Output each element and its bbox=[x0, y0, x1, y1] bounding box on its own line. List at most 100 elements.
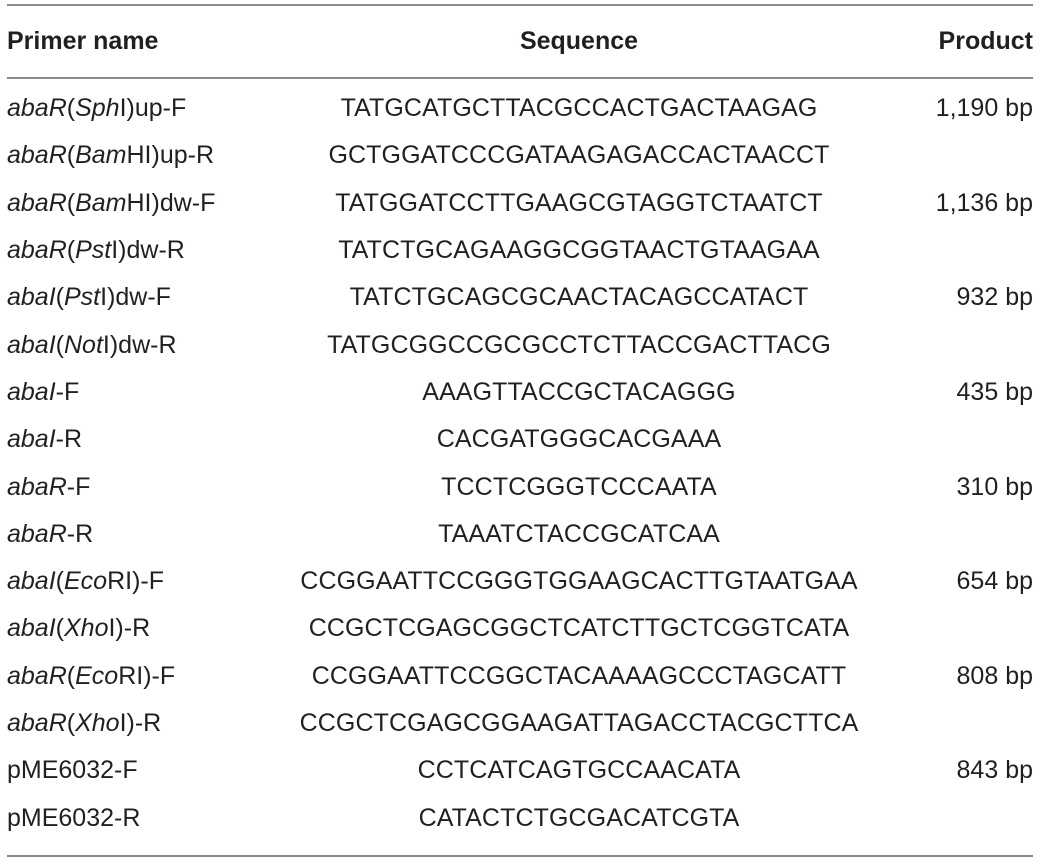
table-top-rule bbox=[7, 4, 1033, 6]
primer-name-segment: pME6032-F bbox=[7, 756, 138, 785]
primer-name-segment: Bam bbox=[75, 141, 127, 170]
product-cell bbox=[905, 794, 1033, 841]
primer-name-segment: Bam bbox=[75, 188, 127, 217]
product-cell: 843 bp bbox=[956, 756, 1033, 785]
product-cell: 808 bp bbox=[956, 661, 1033, 690]
primer-name-segment: abaI bbox=[7, 614, 56, 643]
primer-name-segment: I)-R bbox=[119, 709, 162, 737]
table-row: abaR(BamHI)up-R GCTGGATCCCGATAAGAGACCACTA… bbox=[7, 132, 1033, 179]
primer-name-segment: Sph bbox=[75, 94, 120, 123]
primer-name-cell: abaR(PstI)dw-R bbox=[7, 227, 253, 274]
header-primer-name: Primer name bbox=[7, 27, 159, 55]
table-row: abaI-R CACGATGGGCACGAAA bbox=[7, 416, 1033, 463]
product-cell: 435 bp bbox=[956, 377, 1033, 406]
primer-name-segment: Eco bbox=[75, 661, 119, 690]
table-row: abaI(NotI)dw-R TATGCGGCCGCGCCTCTTACCGACTT… bbox=[7, 321, 1033, 368]
sequence-cell: GCTGGATCCCGATAAGAGACCACTAACCT bbox=[328, 141, 830, 170]
primer-table: Primer name Sequence Product abaR(SphI)u… bbox=[7, 6, 1033, 842]
primer-name-cell: abaR(EcoRI)-F bbox=[7, 653, 253, 700]
table-row: abaI(EcoRI)-F CCGGAATTCCGGGTGGAAGCACTTGTA… bbox=[7, 558, 1033, 605]
sequence-cell: CCGCTCGAGCGGCTCATCTTGCTCGGTCATA bbox=[308, 614, 850, 643]
primer-name-cell: abaR(XhoI)-R bbox=[7, 700, 253, 747]
primer-name-segment: ( bbox=[66, 188, 76, 217]
primer-name-segment: ( bbox=[55, 567, 64, 596]
primer-name-cell: abaR(BamHI)up-R bbox=[7, 132, 253, 179]
primer-name-cell: abaI-R bbox=[7, 416, 253, 463]
sequence-cell: CACGATGGGCACGAAA bbox=[436, 425, 722, 454]
primer-name-segment: abaR bbox=[7, 709, 67, 737]
primer-name-segment: RI)-F bbox=[107, 567, 165, 596]
primer-name-cell: abaI(PstI)dw-F bbox=[7, 274, 253, 321]
primer-name-cell: abaR-R bbox=[7, 511, 253, 558]
table-header: Primer name Sequence Product bbox=[7, 6, 1033, 77]
primer-name-segment: abaR bbox=[7, 661, 67, 690]
sequence-cell: CCGGAATTCCGGCTACAAAAGCCCTAGCATT bbox=[311, 661, 847, 690]
primer-name-segment: ( bbox=[55, 330, 64, 359]
product-cell: 310 bp bbox=[956, 472, 1033, 501]
table-row: abaI-F AAAGTTACCGCTACAGGG 435 bp bbox=[7, 369, 1033, 416]
table-row: abaR-F TCCTCGGGTCCCAATA 310 bp bbox=[7, 463, 1033, 510]
sequence-cell: TATCTGCAGCGCAACTACAGCCATACT bbox=[349, 283, 809, 312]
primer-name-segment: abaI bbox=[7, 425, 56, 454]
product-cell bbox=[905, 605, 1033, 652]
header-sequence: Sequence bbox=[519, 27, 639, 55]
sequence-cell: TCCTCGGGTCCCAATA bbox=[441, 472, 717, 501]
sequence-cell: AAAGTTACCGCTACAGGG bbox=[422, 377, 736, 406]
product-cell bbox=[905, 321, 1033, 368]
primer-name-cell: abaR(SphI)up-F bbox=[7, 77, 253, 132]
product-cell bbox=[905, 700, 1033, 747]
primer-name-cell: pME6032-F bbox=[7, 747, 253, 794]
primer-name-segment: ( bbox=[55, 614, 64, 643]
primer-name-cell: abaI(EcoRI)-F bbox=[7, 558, 253, 605]
sequence-cell: CCGGAATTCCGGGTGGAAGCACTTGTAATGAA bbox=[300, 567, 858, 596]
header-product: Product bbox=[938, 27, 1033, 55]
primer-name-segment: ( bbox=[55, 283, 64, 312]
primer-name-segment: Pst bbox=[64, 283, 101, 312]
primer-name-segment: abaI bbox=[7, 330, 56, 359]
sequence-cell: CATACTCTGCGACATCGTA bbox=[418, 803, 740, 832]
table-row: abaI(PstI)dw-F TATCTGCAGCGCAACTACAGCCATAC… bbox=[7, 274, 1033, 321]
primer-name-segment: abaR bbox=[7, 94, 67, 123]
primer-name-cell: abaI(XhoI)-R bbox=[7, 605, 253, 652]
table-row: abaR(EcoRI)-F CCGGAATTCCGGCTACAAAAGCCCTAG… bbox=[7, 653, 1033, 700]
primer-name-segment: abaI bbox=[7, 377, 56, 406]
primer-name-segment: -F bbox=[66, 472, 91, 501]
primer-name-cell: abaI(NotI)dw-R bbox=[7, 321, 253, 368]
primer-name-segment: abaI bbox=[7, 283, 56, 312]
primer-name-segment: HI)up-R bbox=[126, 141, 215, 170]
primer-name-segment: I)up-F bbox=[119, 94, 187, 123]
product-cell bbox=[905, 227, 1033, 274]
primer-name-cell: abaI-F bbox=[7, 369, 253, 416]
product-cell: 932 bp bbox=[956, 283, 1033, 312]
primer-name-segment: abaI bbox=[7, 567, 56, 596]
primer-name-cell: abaR-F bbox=[7, 463, 253, 510]
table-row: pME6032-F CCTCATCAGTGCCAACATA 843 bp bbox=[7, 747, 1033, 794]
table-bottom-rule bbox=[7, 855, 1033, 857]
primer-name-segment: ( bbox=[66, 709, 76, 737]
table-row: abaR(XhoI)-R CCGCTCGAGCGGAAGATTAGACCTACGC… bbox=[7, 700, 1033, 747]
primer-name-segment: I)dw-R bbox=[102, 330, 177, 359]
primer-name-segment: Not bbox=[64, 330, 103, 359]
sequence-cell: CCGCTCGAGCGGAAGATTAGACCTACGCTTCA bbox=[299, 709, 859, 737]
primer-name-segment: -F bbox=[55, 377, 80, 406]
sequence-cell: TATGCGGCCGCGCCTCTTACCGACTTACG bbox=[327, 330, 831, 359]
product-cell: 654 bp bbox=[956, 567, 1033, 596]
product-cell bbox=[905, 511, 1033, 558]
primer-name-segment: RI)-F bbox=[118, 661, 176, 690]
primer-name-segment: abaR bbox=[7, 188, 67, 217]
product-cell: 1,190 bp bbox=[935, 94, 1033, 123]
primer-name-segment: -R bbox=[66, 519, 94, 548]
primer-name-segment: Eco bbox=[64, 567, 108, 596]
product-cell bbox=[905, 416, 1033, 463]
primer-name-segment: Xho bbox=[75, 709, 120, 737]
primer-name-segment: I)-R bbox=[108, 614, 151, 643]
primer-name-segment: abaR bbox=[7, 141, 67, 170]
header-row: Primer name Sequence Product bbox=[7, 6, 1033, 77]
sequence-cell: CCTCATCAGTGCCAACATA bbox=[417, 756, 741, 785]
